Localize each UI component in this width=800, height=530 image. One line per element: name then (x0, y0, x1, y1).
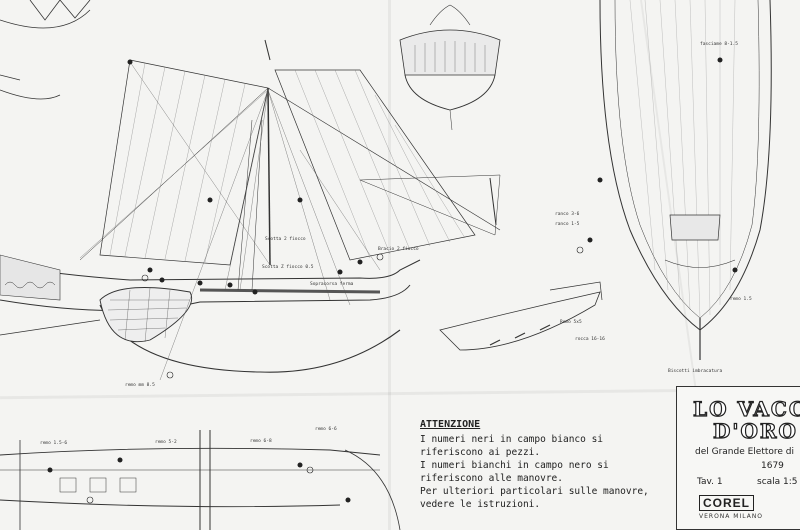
label-lower-b: remo 5-2 (155, 439, 177, 445)
note-line-2: I numeri bianchi in campo nero si riferi… (420, 460, 609, 484)
label-lower-c: remo 6-8 (250, 438, 272, 444)
title-subtitle: del Grande Elettore di (695, 447, 795, 457)
title-year: 1679 (761, 461, 784, 471)
title-line-2: D'ORO (712, 418, 798, 443)
label-hull-bottom: remo mm 8.5 (125, 382, 155, 388)
logo-city: VERONA MILANO (699, 513, 764, 520)
title-line-1: LO VACC (692, 396, 800, 421)
title-block: LO VACC D'ORO del Grande Elettore di 167… (676, 386, 800, 530)
label-lower-d: remo 6-6 (315, 426, 337, 432)
scale-label: scala 1:5 (757, 477, 798, 487)
paper-fold-vertical (388, 0, 391, 530)
corel-logo: COREL (699, 495, 754, 511)
lower-elevation (0, 447, 381, 456)
label-stern-a: remo 1.5 (730, 296, 752, 302)
label-side-b: ranco 1-5 (555, 221, 580, 227)
label-boat-a: Remo 5x5 (560, 319, 582, 325)
label-lower-a: remo 1.5-6 (40, 440, 67, 446)
longboat (439, 291, 601, 351)
mainmast (267, 87, 271, 266)
label-deck-b: Biscotti imbracatura (668, 368, 722, 374)
label-boat-b: rocca 16-16 (575, 336, 605, 342)
label-deck-a: fasciame 8-1.5 (700, 41, 738, 47)
hull-gunwale (0, 259, 421, 281)
note-title: ATTENZIONE (420, 419, 481, 430)
label-hull-rib: Sopracorsa ferma (310, 281, 354, 287)
attention-note: ATTENZIONE I numeri neri in campo bianco… (420, 418, 656, 511)
label-sail-left-a: Scotta Z fiocco 0.5 (262, 264, 314, 270)
label-sail-right: Bracio 2 fiocco (378, 246, 419, 252)
note-line-3: Per ulteriori particolari sulle manovre,… (420, 486, 649, 510)
label-sail-left-b: Scotta 2 fiocco (265, 236, 306, 242)
mainsail-outline (99, 59, 269, 266)
hull-fragment-top-left (0, 9, 91, 29)
foresail-outline (274, 69, 476, 261)
sheet-number: Tav. 1 (697, 477, 723, 487)
label-side-a: ranco 3-6 (555, 211, 580, 217)
note-line-1: I numeri neri in campo bianco si riferis… (420, 434, 604, 458)
